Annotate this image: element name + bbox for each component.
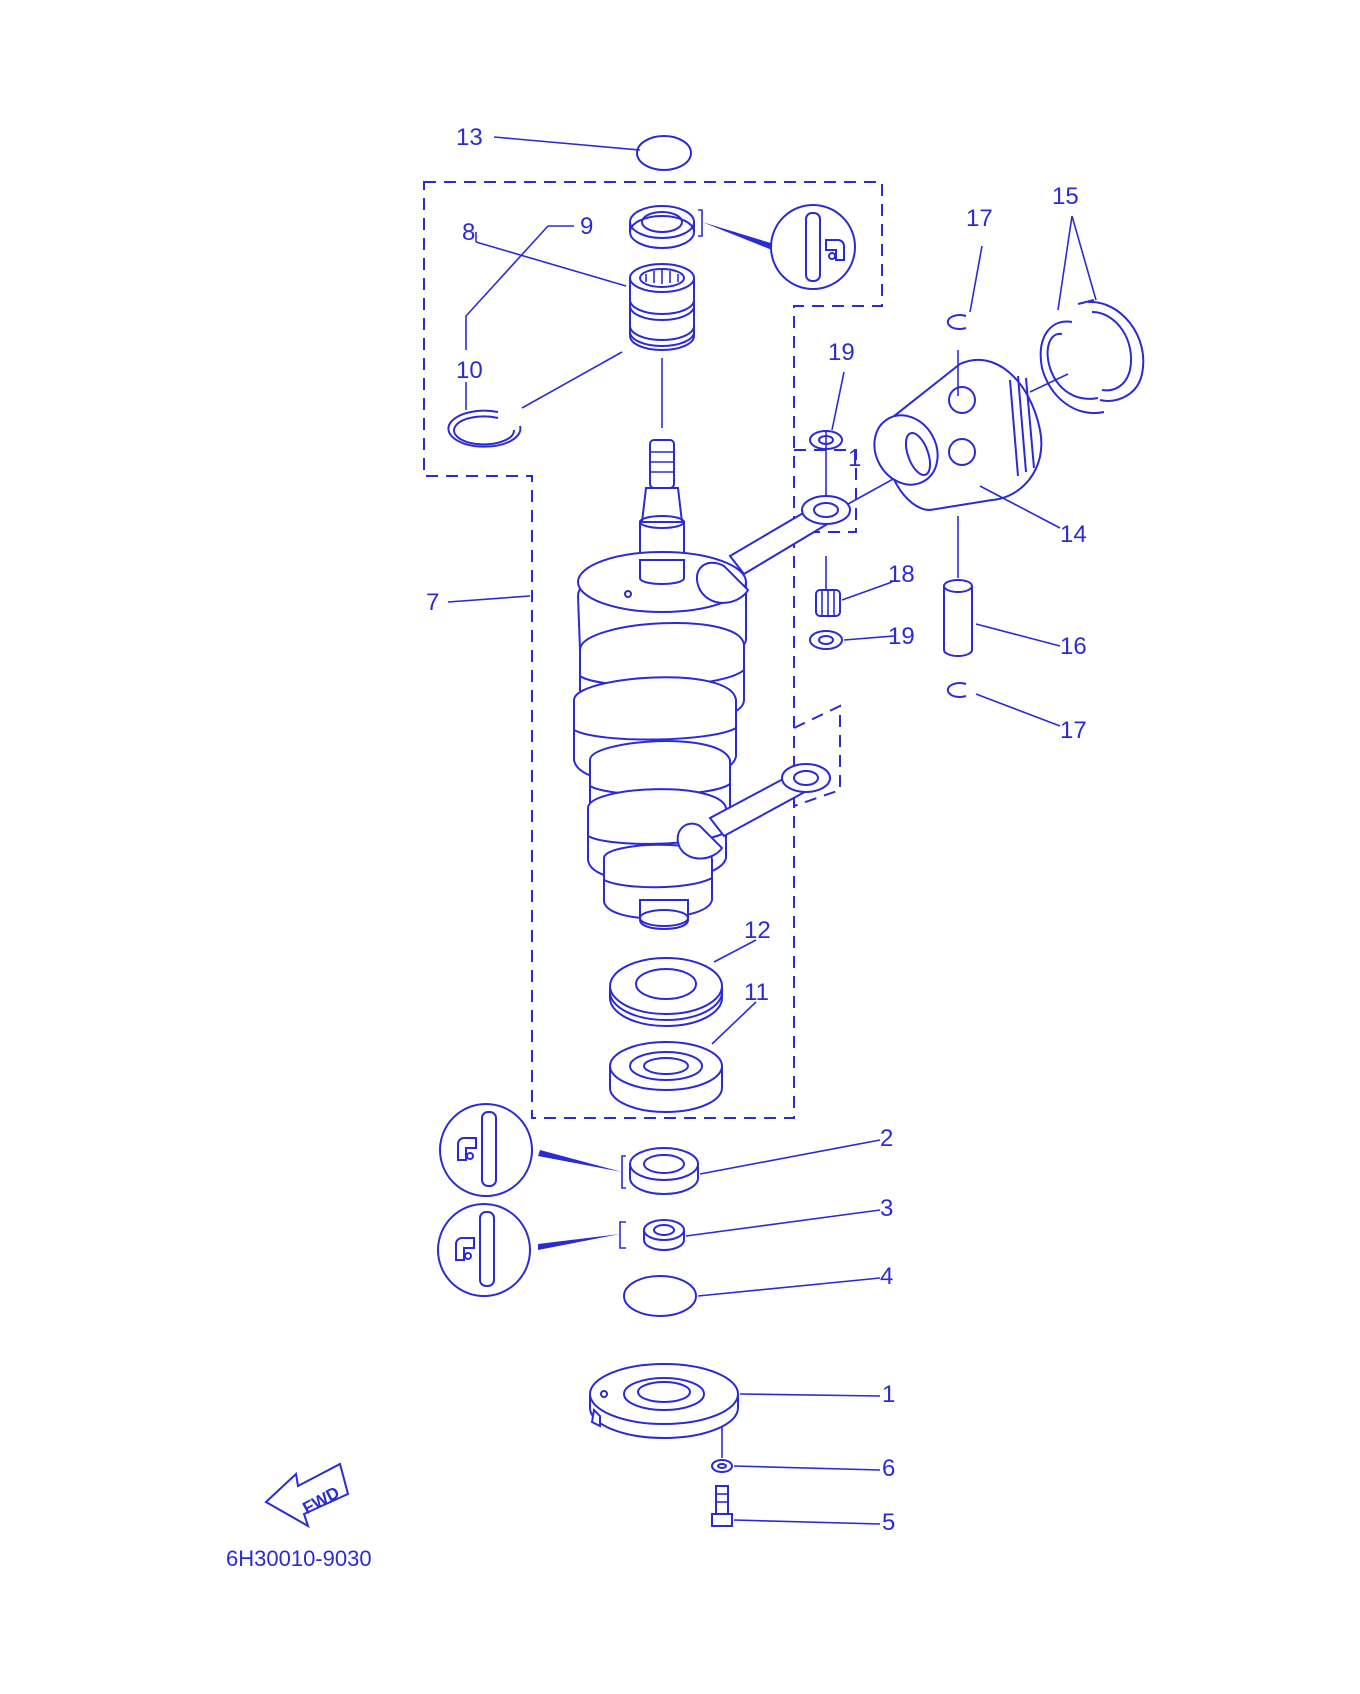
callout-12: 12 xyxy=(744,917,771,944)
callout-14: 14 xyxy=(1060,521,1087,548)
callout-9: 9 xyxy=(580,213,593,240)
callout-16: 16 xyxy=(1060,633,1087,660)
part-3-oil-seal-small[interactable] xyxy=(643,1219,685,1251)
callout-13: 13 xyxy=(456,124,483,151)
callout-17-lower: 17 xyxy=(1060,717,1087,744)
callout-4: 4 xyxy=(880,1263,893,1290)
callout-8: 8 xyxy=(462,219,475,246)
connecting-rod-lower[interactable] xyxy=(676,763,831,860)
part-10-circlip[interactable] xyxy=(447,409,522,448)
fwd-arrow-icon: FWD xyxy=(264,1462,350,1529)
callout-6: 6 xyxy=(882,1455,895,1482)
part-15-piston-rings[interactable] xyxy=(1039,299,1145,415)
part-18-small-bearing[interactable] xyxy=(815,589,841,617)
conrod-group-boundary-lower xyxy=(793,704,841,807)
part-16-piston-pin[interactable] xyxy=(943,579,973,657)
callout-19-upper: 19 xyxy=(828,339,855,366)
callout-2: 2 xyxy=(880,1125,893,1152)
callout-1-small: 1 xyxy=(848,445,861,472)
connecting-rod-upper[interactable] xyxy=(695,495,851,604)
grease-apply-icon xyxy=(770,204,856,290)
crankshaft-assembly-boundary xyxy=(423,181,883,1119)
part-13-o-ring[interactable] xyxy=(636,135,692,171)
callout-10: 10 xyxy=(456,357,483,384)
part-4-o-ring[interactable] xyxy=(623,1275,697,1317)
callout-17-upper: 17 xyxy=(966,205,993,232)
callout-19-lower: 19 xyxy=(888,623,915,650)
grease-apply-icon-lower-b xyxy=(437,1203,531,1297)
part-11-ball-bearing[interactable] xyxy=(609,1041,723,1113)
conrod-group-boundary xyxy=(794,449,857,533)
part-14-piston[interactable] xyxy=(862,358,1043,512)
part-1-oil-seal-housing[interactable] xyxy=(589,1363,739,1439)
part-2-oil-seal[interactable] xyxy=(629,1147,699,1195)
callout-11: 11 xyxy=(744,979,769,1006)
part-19-washer-upper[interactable] xyxy=(809,430,843,450)
part-9-oil-seal[interactable] xyxy=(629,205,695,249)
crankshaft[interactable] xyxy=(573,439,747,930)
callout-15: 15 xyxy=(1052,183,1079,210)
callout-18: 18 xyxy=(888,561,915,588)
part-12-labyrinth-seal[interactable] xyxy=(609,957,723,1027)
callout-1: 1 xyxy=(882,1381,895,1408)
callout-7: 7 xyxy=(426,589,439,616)
grease-apply-icon-lower-a xyxy=(439,1103,533,1197)
part-17-circlip-lower[interactable] xyxy=(946,682,967,698)
callout-3: 3 xyxy=(880,1195,893,1222)
part-5-bolt[interactable] xyxy=(711,1485,733,1527)
part-8-needle-bearing[interactable] xyxy=(629,263,695,351)
callout-5: 5 xyxy=(882,1509,895,1536)
part-19-washer-lower[interactable] xyxy=(809,630,843,650)
part-17-circlip-upper[interactable] xyxy=(946,314,967,330)
part-6-washer[interactable] xyxy=(711,1459,733,1473)
drawing-code: 6H30010-9030 xyxy=(226,1546,372,1571)
